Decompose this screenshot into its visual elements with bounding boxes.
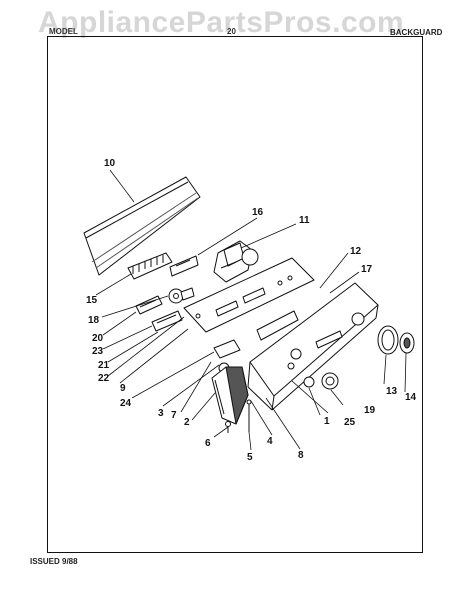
leader-lines xyxy=(95,169,407,451)
screw-small xyxy=(225,421,231,433)
switch-assembly xyxy=(213,240,259,283)
terminal-block xyxy=(127,252,173,280)
callout-18: 18 xyxy=(88,315,100,326)
callout-2: 2 xyxy=(184,417,190,428)
rear-cover-panel xyxy=(83,176,201,276)
callout-4: 4 xyxy=(267,436,273,447)
callout-3: 3 xyxy=(158,408,164,419)
callout-23: 23 xyxy=(92,346,104,357)
indicator-lens xyxy=(135,295,163,315)
timer-dial xyxy=(377,325,399,355)
watermark: AppliancePartsPros.com xyxy=(38,6,405,39)
control-knob xyxy=(321,372,339,390)
callout-1: 1 xyxy=(324,416,330,427)
backguard-console xyxy=(247,282,379,411)
callout-12: 12 xyxy=(350,246,362,257)
callout-9: 9 xyxy=(120,383,126,394)
issued-date: ISSUED 9/88 xyxy=(30,557,78,566)
callout-16: 16 xyxy=(252,207,264,218)
callout-13: 13 xyxy=(386,386,398,397)
callout-5: 5 xyxy=(247,452,253,463)
callout-11: 11 xyxy=(299,215,310,226)
callout-labels: 10 16 11 12 17 15 18 20 23 21 22 9 24 3 … xyxy=(86,158,417,463)
callout-22: 22 xyxy=(98,373,110,384)
callout-10: 10 xyxy=(104,158,116,169)
section-fragment: 20 xyxy=(227,27,236,36)
section-title: BACKGUARD xyxy=(390,28,443,37)
timer-knob xyxy=(399,332,415,354)
screw-pin xyxy=(246,399,252,432)
mounting-bracket xyxy=(169,255,199,277)
diagram-frame xyxy=(47,36,423,553)
indicator-light xyxy=(303,376,315,388)
callout-15: 15 xyxy=(86,295,98,306)
end-cap xyxy=(211,366,249,425)
callout-6: 6 xyxy=(205,438,211,449)
callout-21: 21 xyxy=(98,360,110,371)
callout-14: 14 xyxy=(405,392,417,403)
light-socket xyxy=(151,310,183,332)
callout-7: 7 xyxy=(171,410,177,421)
callout-25: 25 xyxy=(344,417,356,428)
callout-17: 17 xyxy=(361,264,373,275)
timer-motor xyxy=(168,287,195,304)
model-label: MODEL xyxy=(49,27,78,36)
callout-8: 8 xyxy=(298,450,304,461)
control-panel xyxy=(183,257,315,333)
callout-20: 20 xyxy=(92,333,104,344)
callout-24: 24 xyxy=(120,398,132,409)
callout-19: 19 xyxy=(364,405,376,416)
